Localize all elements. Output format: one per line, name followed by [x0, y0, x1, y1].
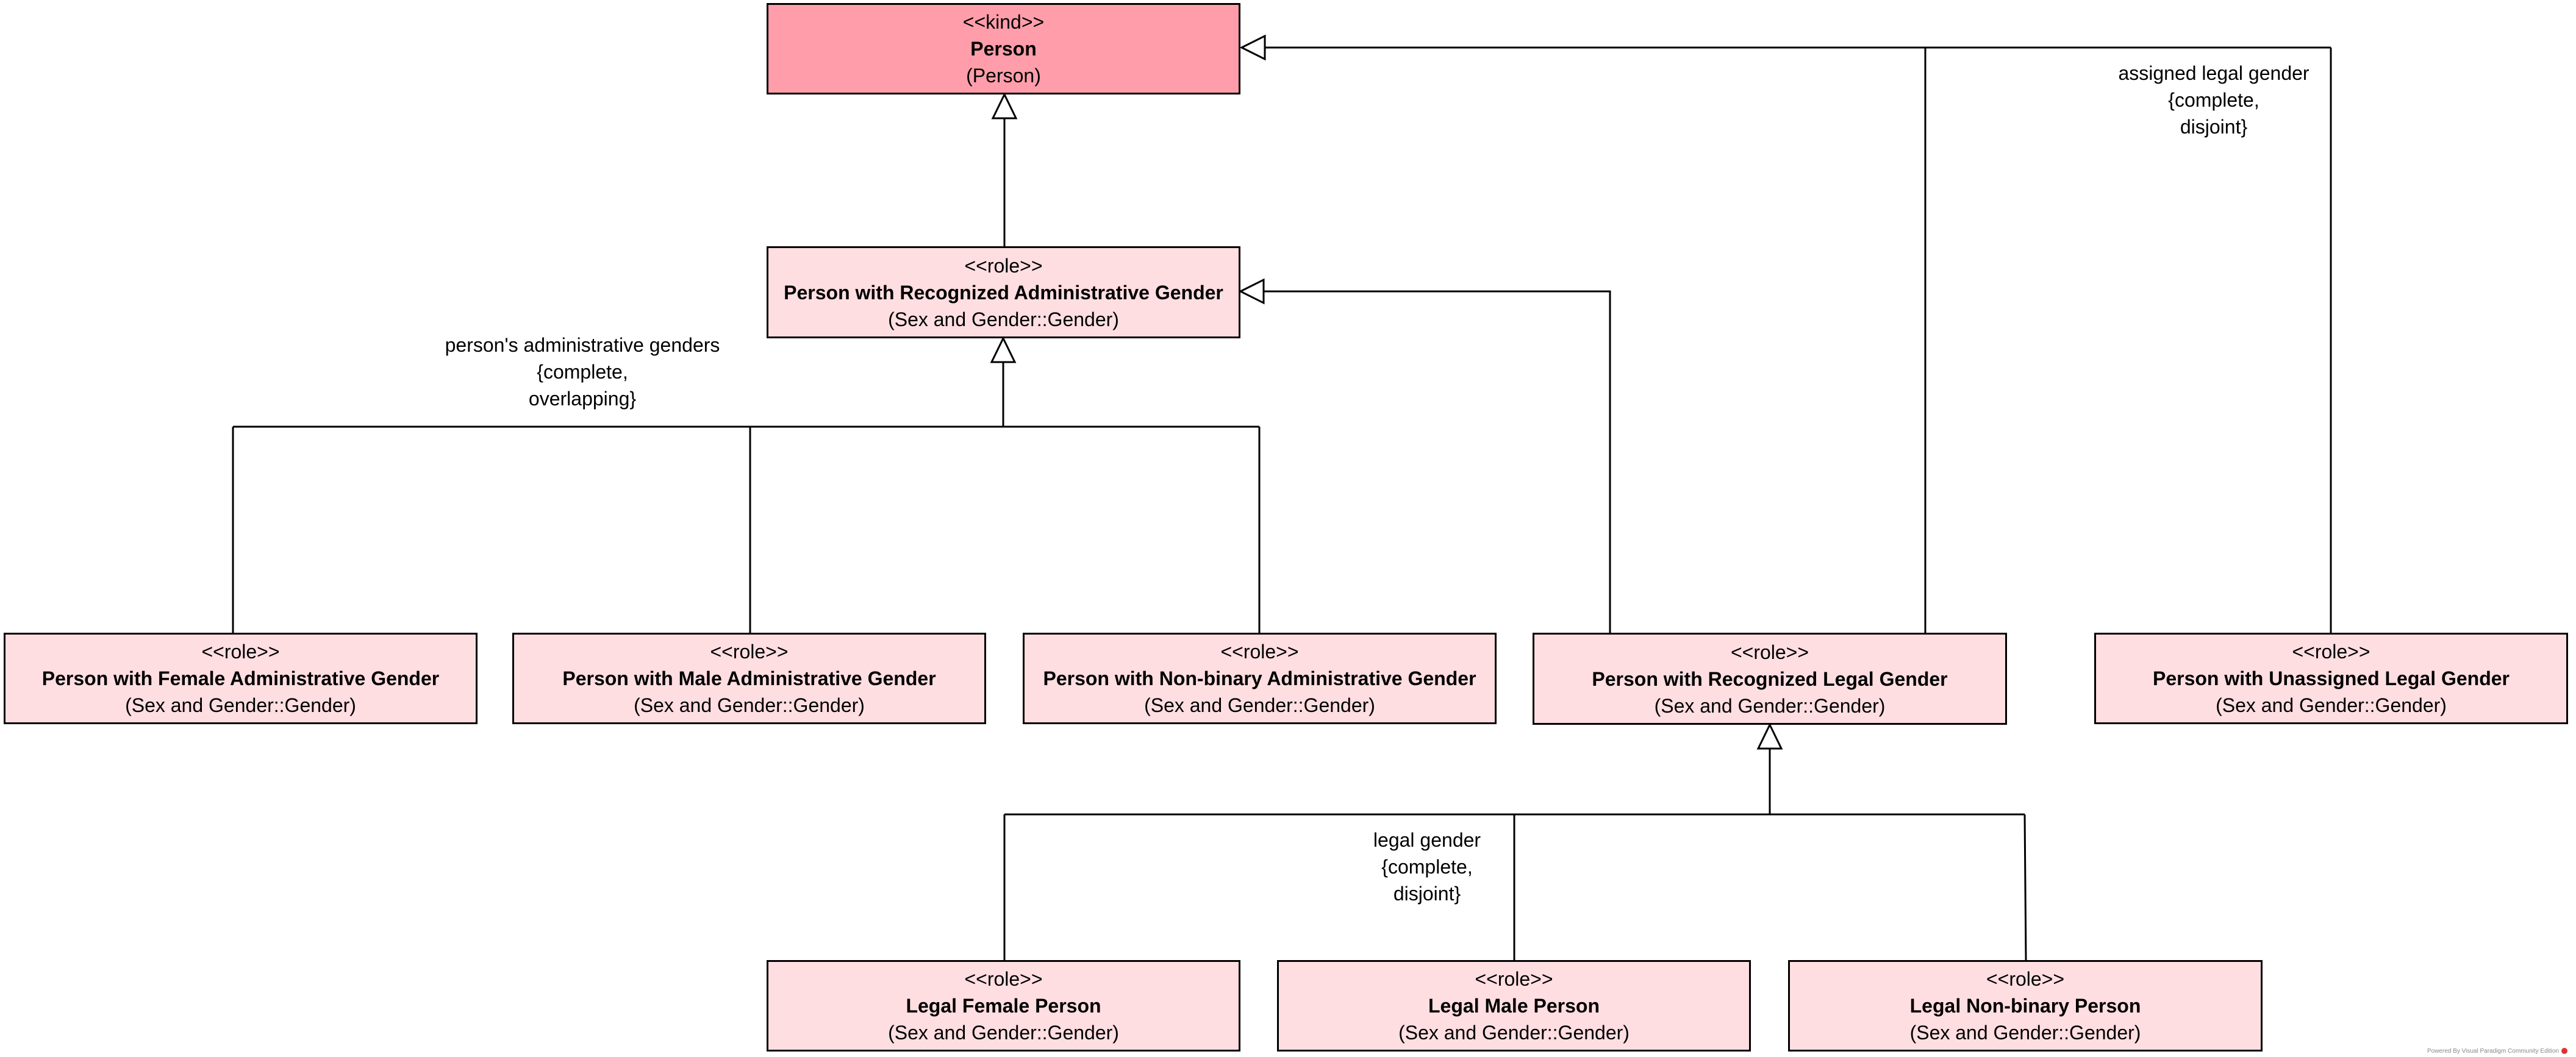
genset-constraint: disjoint}	[1393, 883, 1461, 905]
genset-constraint: disjoint}	[2180, 116, 2248, 138]
generalization-line	[2023, 814, 2027, 961]
genset-constraint: overlapping}	[528, 388, 637, 410]
class-package: (Sex and Gender::Gender)	[1654, 694, 1886, 717]
class-name: Person with Male Administrative Gender	[562, 667, 936, 689]
genset-name: legal gender	[1373, 829, 1481, 851]
class-recognized-administrative-gender[interactable]: <<role>> Person with Recognized Administ…	[767, 246, 1240, 338]
stereotype-label: <<role>>	[1475, 968, 1553, 990]
class-name: Legal Female Person	[906, 995, 1101, 1017]
stereotype-label: <<role>>	[710, 641, 789, 663]
generalization-arrowhead	[991, 92, 1018, 119]
stereotype-label: <<role>>	[964, 254, 1043, 277]
generalization-arrowhead	[990, 336, 1017, 363]
stereotype-label: <<role>>	[1730, 641, 1809, 663]
class-legal-female-person[interactable]: <<role>> Legal Female Person (Sex and Ge…	[767, 960, 1240, 1052]
genset-constraint: {complete,	[2168, 89, 2259, 111]
genset-name: person's administrative genders	[445, 334, 720, 356]
genset-name: assigned legal gender	[2118, 62, 2309, 84]
generalization-arrowhead	[1238, 278, 1265, 305]
class-package: (Sex and Gender::Gender)	[1909, 1022, 2141, 1044]
class-package: (Sex and Gender::Gender)	[1398, 1022, 1630, 1044]
genset-constraint: {complete,	[537, 361, 628, 383]
class-package: (Sex and Gender::Gender)	[634, 694, 865, 716]
stereotype-label: <<role>>	[2292, 641, 2370, 663]
class-recognized-legal-gender[interactable]: <<role>> Person with Recognized Legal Ge…	[1533, 633, 2007, 725]
generalization-line	[1264, 290, 1611, 633]
class-name: Person with Non-binary Administrative Ge…	[1043, 667, 1476, 689]
stereotype-label: <<role>>	[964, 968, 1043, 990]
class-unassigned-legal-gender[interactable]: <<role>> Person with Unassigned Legal Ge…	[2094, 633, 2568, 724]
class-female-administrative-gender[interactable]: <<role>> Person with Female Administrati…	[4, 633, 478, 724]
stereotype-label: <<role>>	[201, 641, 280, 663]
genset-administrative-genders: person's administrative genders {complet…	[430, 332, 735, 412]
class-package: (Sex and Gender::Gender)	[888, 308, 1119, 330]
generalization-arrowhead	[1756, 722, 1783, 750]
class-package: (Sex and Gender::Gender)	[1144, 694, 1375, 716]
class-package: (Sex and Gender::Gender)	[888, 1022, 1119, 1044]
class-person[interactable]: <<kind>> Person (Person)	[767, 3, 1240, 94]
class-male-administrative-gender[interactable]: <<role>> Person with Male Administrative…	[512, 633, 986, 724]
class-package: (Sex and Gender::Gender)	[125, 694, 356, 716]
genset-assigned-legal-gender: assigned legal gender {complete, disjoin…	[2061, 60, 2366, 140]
class-name: Person	[970, 38, 1037, 60]
class-name: Person with Female Administrative Gender	[41, 667, 440, 689]
genset-legal-gender: legal gender {complete, disjoint}	[1275, 827, 1580, 907]
genset-constraint: {complete,	[1381, 856, 1473, 878]
stereotype-label: <<role>>	[1986, 968, 2065, 990]
class-name: Person with Recognized Legal Gender	[1592, 667, 1948, 690]
stereotype-label: <<role>>	[1220, 641, 1299, 663]
class-legal-nonbinary-person[interactable]: <<role>> Legal Non-binary Person (Sex an…	[1788, 960, 2263, 1052]
powered-by-footer: Powered By Visual Paradigm Community Edi…	[2427, 1048, 2567, 1055]
footer-text: Powered By Visual Paradigm Community Edi…	[2427, 1048, 2559, 1055]
stereotype-label: <<kind>>	[962, 11, 1045, 33]
class-name: Legal Male Person	[1428, 995, 1600, 1017]
class-name: Legal Non-binary Person	[1909, 995, 2141, 1017]
generalization-arrowhead	[1239, 34, 1266, 61]
class-package: (Person)	[966, 65, 1041, 87]
class-name: Person with Recognized Administrative Ge…	[784, 281, 1223, 304]
class-legal-male-person[interactable]: <<role>> Legal Male Person (Sex and Gend…	[1277, 960, 1751, 1052]
class-nonbinary-administrative-gender[interactable]: <<role>> Person with Non-binary Administ…	[1023, 633, 1497, 724]
visual-paradigm-logo-icon	[2561, 1048, 2567, 1055]
class-name: Person with Unassigned Legal Gender	[2152, 667, 2510, 689]
class-package: (Sex and Gender::Gender)	[2216, 694, 2447, 716]
